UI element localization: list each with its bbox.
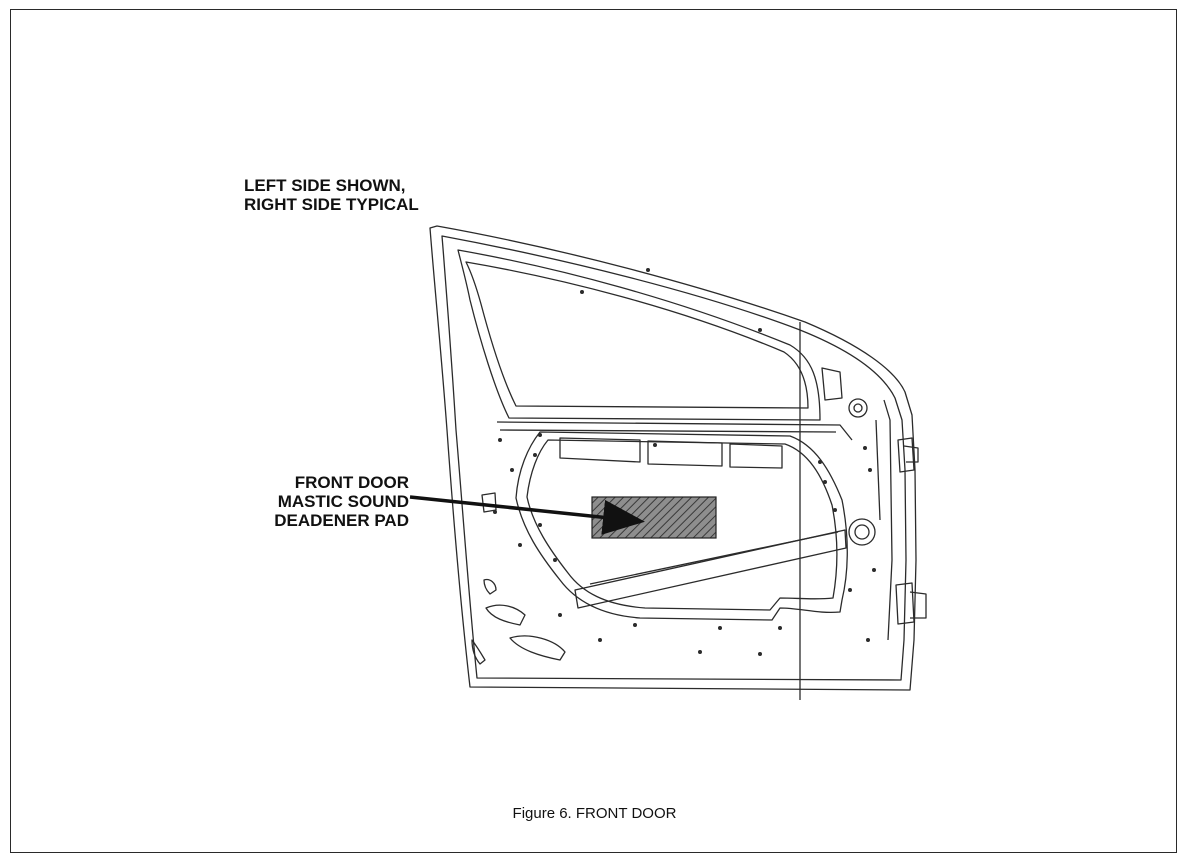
side-note-label: LEFT SIDE SHOWN, RIGHT SIDE TYPICAL (244, 176, 419, 214)
figure-caption: Figure 6. FRONT DOOR (512, 805, 677, 822)
upper-hinge (897, 437, 915, 473)
pad-callout-label: FRONT DOOR MASTIC SOUND DEADENER PAD (274, 473, 409, 530)
inner-panel-cutout (515, 431, 848, 621)
door-outer-outline (429, 225, 917, 691)
lower-hinge (895, 582, 915, 625)
leader-arrow (409, 495, 645, 535)
door-inner-flange (441, 235, 907, 681)
intrusion-beam (574, 529, 847, 609)
window-opening (457, 249, 821, 421)
window-inner (465, 261, 809, 409)
